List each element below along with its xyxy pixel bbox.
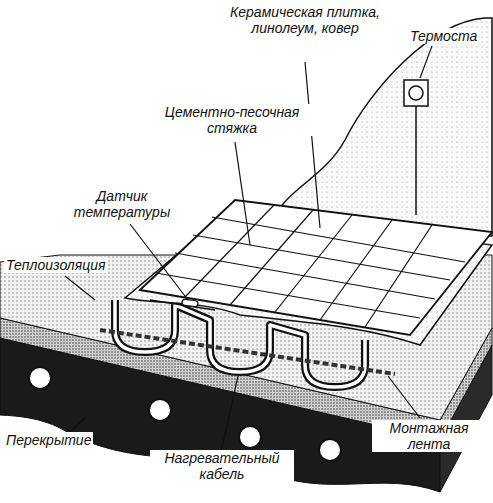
screed-label: Цементно-песочная стяжка <box>150 104 314 136</box>
material-label: Керамическая плитка, линолеум, ковер <box>228 4 382 36</box>
cable-label: Нагревательный кабель <box>150 450 294 482</box>
thermostat-label: Термоста <box>408 28 479 44</box>
tape-label: Монтажная лента <box>372 420 486 452</box>
slab-label: Перекрытие <box>4 432 93 448</box>
sensor-label: Датчик температуры <box>60 188 184 220</box>
insulation-label: Теплоизоляция <box>4 257 108 273</box>
